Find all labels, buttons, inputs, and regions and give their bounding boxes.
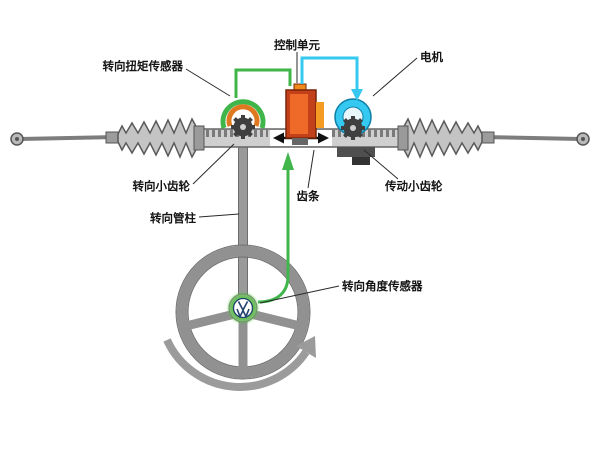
vw-logo-icon — [232, 297, 254, 319]
motor-wire — [300, 56, 363, 101]
torque-sensor — [220, 99, 266, 129]
housing-cap-left — [193, 125, 205, 151]
wire-arrow-up — [282, 152, 294, 170]
leader-drive-pinion — [363, 149, 399, 180]
leader-lines — [185, 52, 418, 304]
label-steering-column: 转向管柱 — [150, 211, 196, 225]
label-control-unit: 控制单元 — [274, 38, 320, 52]
tie-rod-right — [480, 131, 590, 146]
leader-steering-column — [198, 213, 240, 218]
label-rack: 齿条 — [297, 189, 320, 203]
label-drive-pinion: 传动小齿轮 — [384, 179, 443, 193]
leader-motor — [372, 57, 418, 97]
motor-bracket — [337, 147, 375, 157]
torque-sensor-ring-orange — [226, 104, 260, 127]
tie-rod-left — [10, 131, 120, 146]
rotation-arrow-icon — [163, 336, 316, 391]
steering-pinion-gear — [229, 113, 257, 141]
label-torque-sensor: 转向扭矩传感器 — [103, 59, 184, 73]
motor-bracket-lower — [352, 157, 370, 165]
torque-sensor-ring-green — [220, 99, 266, 129]
torque-sensor-wire — [234, 68, 292, 98]
wire-arrow-down — [351, 89, 363, 101]
wheel-rim — [176, 245, 310, 379]
steering-column-shaft — [238, 137, 248, 309]
bellows-right — [401, 117, 483, 159]
rod-joint-left — [105, 131, 120, 144]
label-motor: 电机 — [420, 50, 443, 64]
label-angle-sensor: 转向角度传感器 — [342, 279, 423, 293]
wheel-rim-outer-edge — [175, 244, 311, 380]
steering-wheel — [175, 244, 311, 380]
drive-pinion-gear — [339, 114, 367, 142]
angle-sensor-wire — [257, 152, 294, 304]
housing-cap-right — [397, 125, 409, 151]
labels: 转向扭矩传感器 控制单元 电机 转向小齿轮 齿条 传动小齿轮 转向管柱 转向角度… — [103, 38, 444, 293]
control-unit — [285, 83, 324, 145]
bellows-left — [117, 117, 199, 159]
rod-joint-right — [480, 131, 495, 144]
leader-steering-pinion — [192, 143, 235, 185]
leader-rack — [307, 149, 315, 189]
leader-angle-sensor — [259, 285, 340, 304]
label-steering-pinion: 转向小齿轮 — [133, 179, 191, 193]
leader-torque-sensor — [185, 68, 231, 97]
